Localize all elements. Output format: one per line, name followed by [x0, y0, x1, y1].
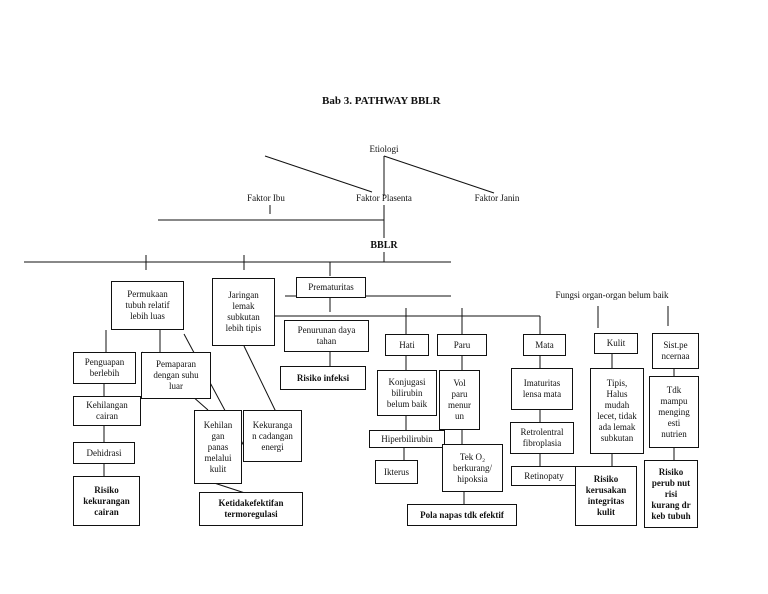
node-penurunan-daya-tahan: Penurunan daya tahan	[284, 320, 369, 352]
node-hati: Hati	[385, 334, 429, 356]
node-paru: Paru	[437, 334, 487, 356]
node-konjugasi: Konjugasi bilirubin belum baik	[377, 370, 437, 416]
node-risiko-kerusakan-kulit: Risiko kerusakan integritas kulit	[575, 466, 637, 526]
node-ketidakefektifan-termoregulasi: Ketidakefektifan termoregulasi	[199, 492, 303, 526]
node-mata: Mata	[523, 334, 566, 356]
node-sist-pencernaan: Sist.pe ncernaa	[652, 333, 699, 369]
node-hiperbilirubin: Hiperbilirubin	[369, 430, 445, 448]
node-pola-napas: Pola napas tdk efektif	[407, 504, 517, 526]
node-retinopaty: Retinopaty	[511, 466, 577, 486]
page-title: Bab 3. PATHWAY BBLR	[322, 95, 441, 107]
node-risiko-perubahan-nutrisi: Risiko perub nut risi kurang dr keb tubu…	[644, 460, 698, 528]
node-tek-o2: Tek O₂ berkurang/ hipoksia	[442, 444, 503, 492]
node-imaturitas: Imaturitas lensa mata	[511, 368, 573, 410]
node-etiologi: Etiologi	[369, 144, 399, 154]
node-tipis-halus: Tipis, Halus mudah lecet, tidak ada lema…	[590, 368, 644, 454]
node-dehidrasi: Dehidrasi	[73, 442, 135, 464]
node-bblr: BBLR	[370, 240, 398, 251]
node-jaringan-lemak: Jaringan lemak subkutan lebih tipis	[212, 278, 275, 346]
node-ikterus: Ikterus	[375, 460, 418, 484]
node-kulit: Kulit	[594, 333, 638, 354]
node-kehilangan-cairan: Kehilangan cairan	[73, 396, 141, 426]
node-kehilangan-panas: Kehilan gan panas melalui kulit	[194, 410, 242, 484]
node-faktor-janin: Faktor Janin	[474, 193, 520, 203]
node-kekurangan-cadangan: Kekuranga n cadangan energi	[243, 410, 302, 462]
node-faktor-ibu: Faktor Ibu	[247, 193, 285, 203]
node-prematuritas: Prematuritas	[296, 277, 366, 298]
node-risiko-infeksi: Risiko infeksi	[280, 366, 366, 390]
node-penguapan: Penguapan berlebih	[73, 352, 136, 384]
node-tdk-mampu: Tdk mampu menging esti nutrien	[649, 376, 699, 448]
node-risiko-kekurangan-cairan: Risiko kekurangan cairan	[73, 476, 140, 526]
node-permukaan-tubuh: Permukaan tubuh relatif lebih luas	[111, 281, 184, 330]
node-faktor-plasenta: Faktor Plasenta	[356, 193, 412, 203]
node-vol-paru: Vol paru menur un	[439, 370, 480, 430]
node-retrolentral: Retrolentral fibroplasia	[510, 422, 574, 454]
node-fungsi-organ: Fungsi organ-organ belum baik	[555, 290, 669, 300]
node-pemaparan: Pemaparan dengan suhu luar	[141, 352, 211, 399]
